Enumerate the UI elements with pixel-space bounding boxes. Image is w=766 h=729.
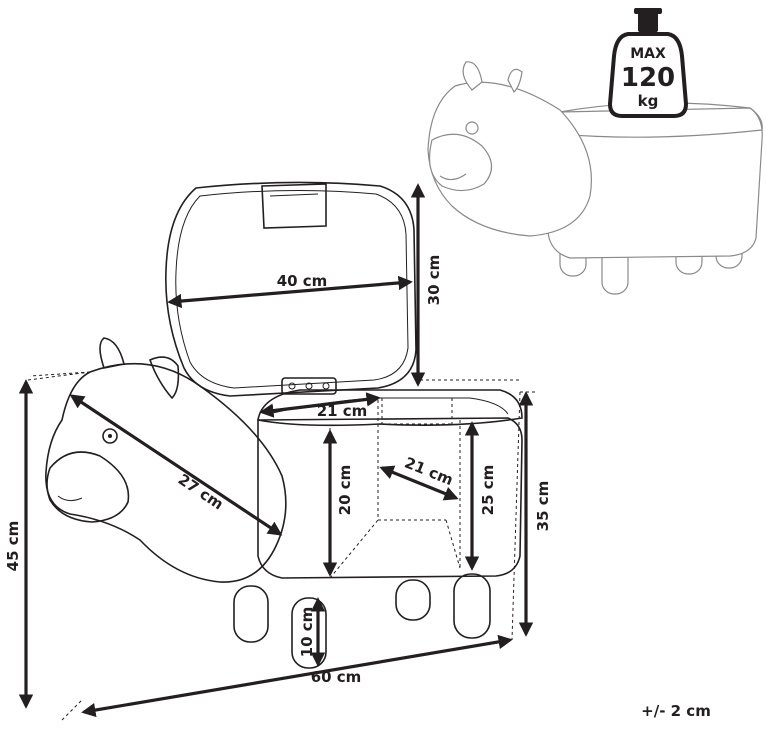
dim-total-length-label: 60 cm bbox=[311, 668, 362, 686]
reference-stool-illustration bbox=[427, 61, 763, 295]
dim-seat-height-label: 35 cm bbox=[534, 481, 552, 532]
dim-lid-height-label: 30 cm bbox=[425, 255, 443, 306]
dim-total-height-label: 45 cm bbox=[4, 521, 22, 572]
tolerance-note: +/- 2 cm bbox=[641, 702, 711, 720]
weight-badge-max: MAX bbox=[630, 46, 666, 62]
dimension-arrows bbox=[18, 183, 534, 718]
dim-inner-height-label: 20 cm bbox=[336, 465, 354, 516]
main-stool-illustration bbox=[27, 181, 536, 721]
dim-leg-height-label: 10 cm bbox=[298, 607, 316, 658]
max-weight-icon: MAX 120 kg bbox=[607, 8, 689, 118]
dim-lid-width-label: 40 cm bbox=[277, 272, 328, 290]
weight-badge-unit: kg bbox=[638, 92, 659, 110]
weight-badge-value: 120 bbox=[621, 63, 675, 93]
dim-inner-depth-label: 21 cm bbox=[402, 454, 456, 490]
dim-inner-width-label: 21 cm bbox=[317, 402, 368, 420]
dim-body-height-label: 25 cm bbox=[479, 465, 497, 516]
